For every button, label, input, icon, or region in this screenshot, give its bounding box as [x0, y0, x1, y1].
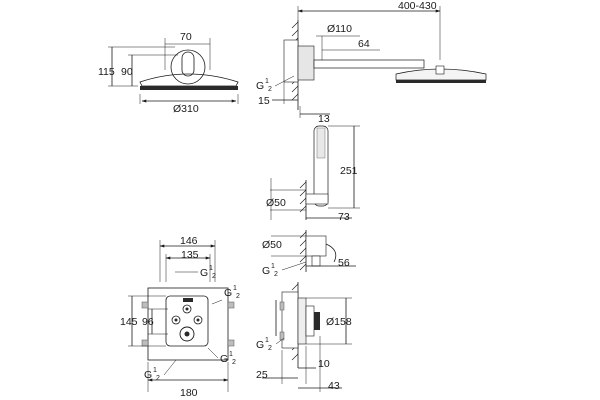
svg-text:2: 2: [268, 345, 272, 352]
in-wall-box: [283, 39, 299, 83]
dim-wall-15: 15: [258, 95, 270, 107]
dim-outlet-diameter: Ø50: [262, 239, 282, 251]
thread-label-g: G: [200, 267, 208, 279]
svg-text:2: 2: [274, 271, 278, 278]
thread-label-g: G: [256, 80, 264, 92]
svg-text:1: 1: [209, 265, 213, 272]
svg-text:1: 1: [271, 263, 275, 270]
dim-valve-left-inner: 96: [142, 316, 154, 328]
svg-text:2: 2: [232, 359, 236, 366]
wall-plate: [170, 49, 206, 85]
hose: [325, 243, 337, 263]
dim-head-left-inner: 90: [121, 66, 133, 78]
dim-outlet-56: 56: [338, 257, 350, 269]
svg-text:2: 2: [156, 375, 160, 382]
shower-arm-side: [313, 59, 425, 69]
dim-hand-height: 251: [340, 165, 358, 177]
dim-arm-length: 64: [358, 38, 370, 50]
wall-flange: [297, 45, 315, 81]
dim-head-top: 70: [180, 31, 192, 43]
dim-depth-13: 13: [318, 113, 330, 125]
shower-head-face: [140, 86, 238, 90]
thread-label-g: G: [224, 287, 232, 299]
dim-holder-diameter: Ø50: [266, 197, 286, 209]
svg-text:1: 1: [229, 351, 233, 358]
thread-label-g: G: [220, 353, 228, 365]
shower-head-body: [139, 73, 239, 87]
brand-logo: [183, 298, 193, 302]
dim-arm-diameter: Ø110: [327, 23, 352, 35]
head-shower-front-view: 70 115 90 Ø310: [98, 31, 239, 115]
svg-text:1: 1: [265, 78, 269, 85]
thermostat-valve-front-view: 146 135 G 1 2 145 96 G: [120, 235, 240, 399]
in-wall-box-side: [281, 291, 299, 349]
head-shower-side-view: 400-430 Ø110 64 G 1 2 15 13: [256, 0, 487, 125]
thread-label-g: G: [256, 339, 264, 351]
dim-side-25: 25: [256, 369, 268, 381]
dim-valve-top-inner: 135: [181, 249, 199, 261]
knob-side: [314, 312, 320, 330]
dim-head-left-outer: 115: [98, 66, 115, 78]
dim-reach: 400-430: [398, 0, 437, 12]
hand-shower-view: 251 Ø50 73 Ø50 G 1 2: [262, 125, 360, 278]
svg-text:2: 2: [212, 273, 216, 280]
valve-cover-plate: [165, 295, 209, 347]
shower-arm: [181, 51, 195, 77]
thermostat-valve-side-view: Ø158 G 1 2 25 10 43: [256, 282, 352, 392]
dim-side-43: 43: [328, 380, 340, 392]
dim-valve-left-outer: 145: [120, 316, 138, 328]
dim-side-10: 10: [318, 358, 330, 370]
wall-outlet-elbow: [305, 235, 327, 257]
dim-plate-diameter: Ø158: [326, 316, 352, 328]
dim-valve-bottom: 180: [180, 387, 198, 399]
svg-text:1: 1: [233, 285, 237, 292]
dim-head-diameter: Ø310: [173, 103, 199, 115]
svg-text:1: 1: [153, 367, 157, 374]
thread-label-g: G: [262, 265, 270, 277]
cover-plate-side: [297, 297, 307, 345]
svg-text:2: 2: [268, 86, 272, 93]
dim-holder-73: 73: [338, 211, 350, 223]
hand-shower-holder: [305, 193, 329, 205]
shower-head-side: [395, 68, 487, 81]
svg-text:1: 1: [265, 337, 269, 344]
svg-text:2: 2: [236, 293, 240, 300]
dim-valve-top-outer: 146: [180, 235, 198, 247]
